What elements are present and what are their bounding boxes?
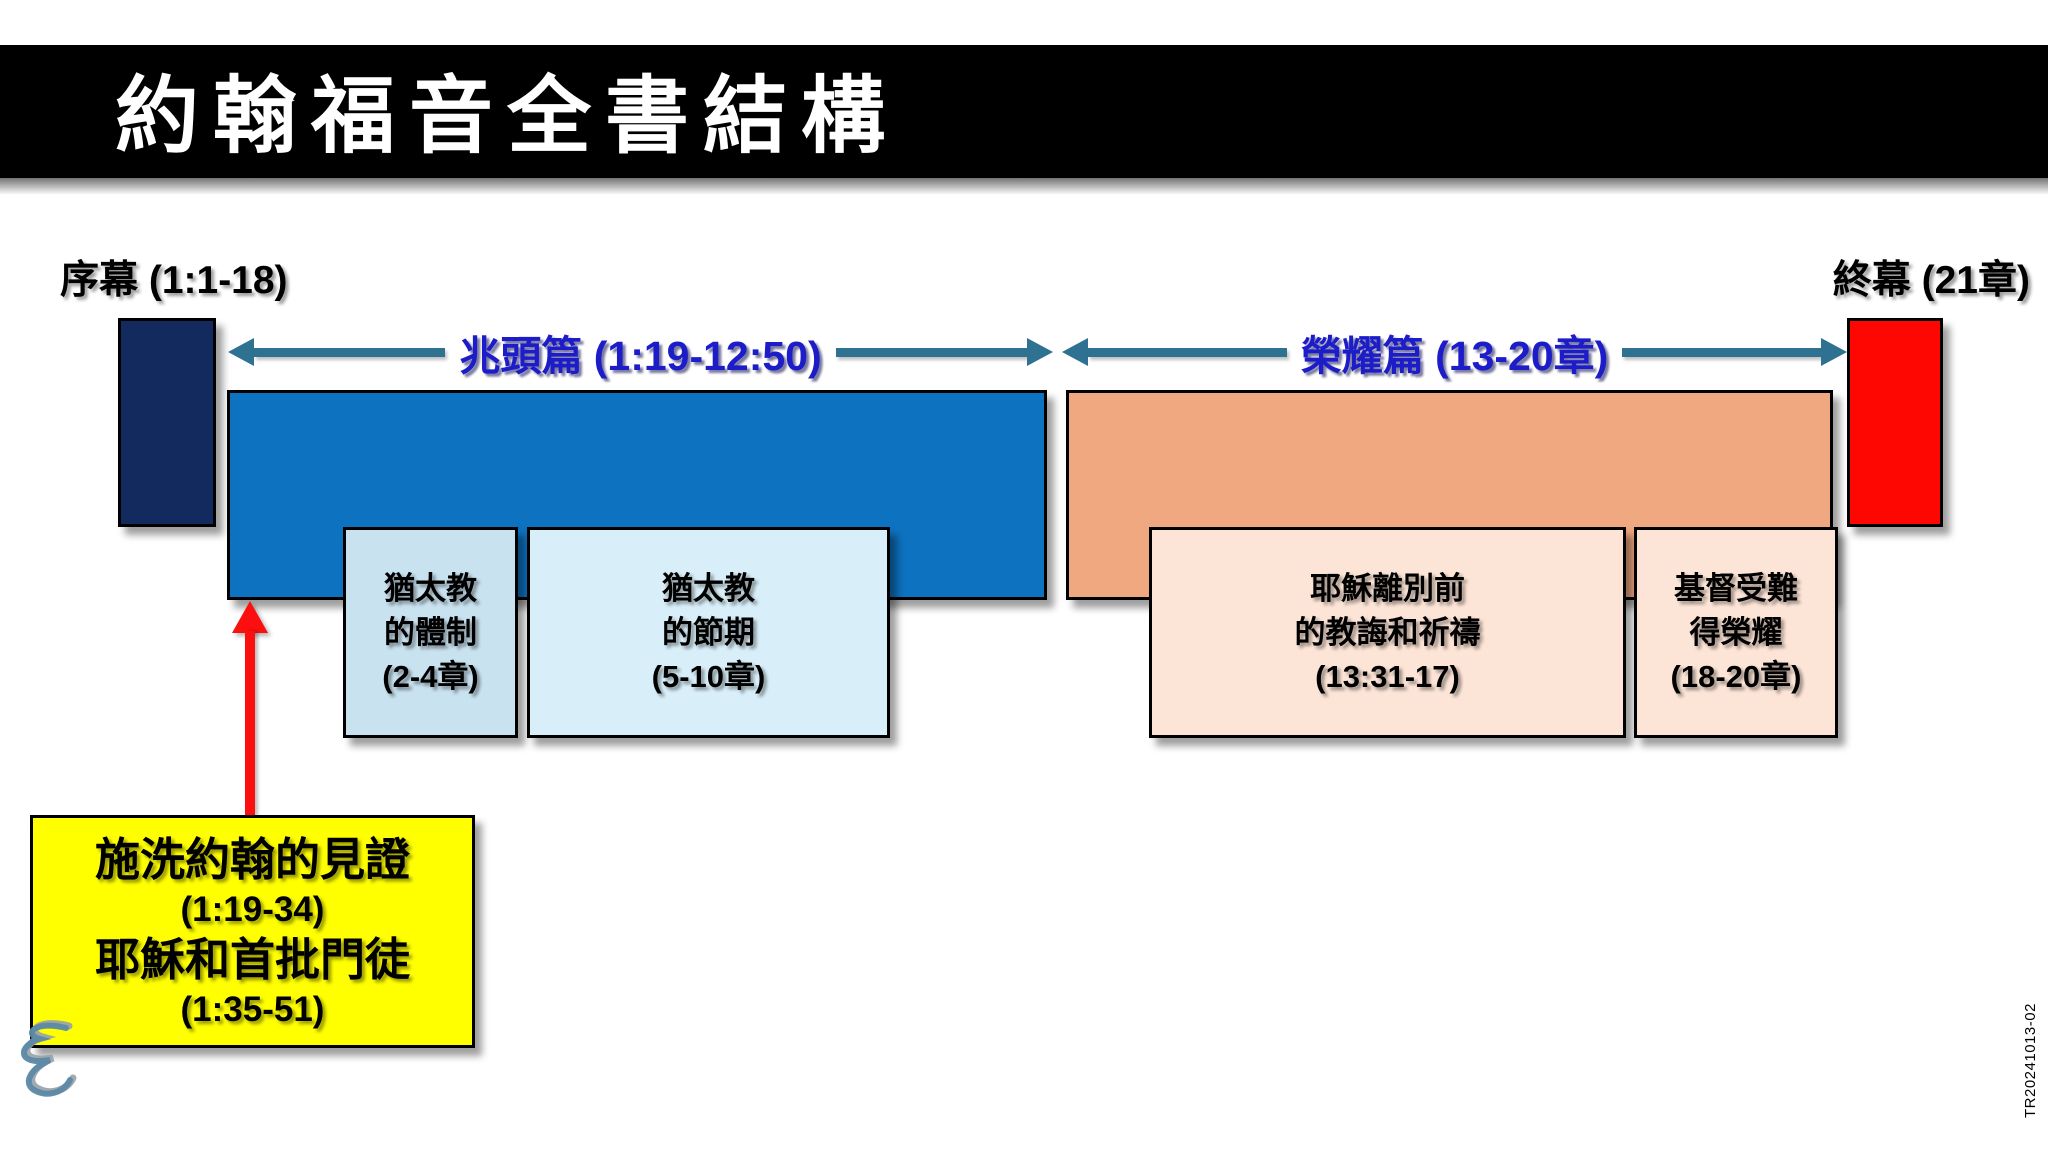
sub-box-line: 的體制 [384,614,477,650]
signs-section-label: 兆頭篇 (1:19-12:50) [459,333,822,379]
left-arrowhead-icon [1062,338,1088,366]
epilogue-label: 終幕 (21章) [1832,259,2030,302]
callout-line: 施洗約翰的見證 [94,833,410,885]
prologue-box [118,318,216,527]
sub-box-range: (2-4章) [382,658,479,694]
epilogue-box [1847,318,1943,527]
right-arrowhead-icon [1027,338,1053,366]
sub-box-line: 猶太教 [662,570,755,606]
sub-box-line: 的節期 [662,614,755,650]
document-code: TR20241013-02 [2022,1003,2039,1118]
page-title: 約翰福音全書結構 [115,66,900,165]
z-swirl-logo-icon [20,1020,77,1097]
sub-box-line: 的教誨和祈禱 [1294,614,1481,650]
sub-box-line: 基督受難 [1674,570,1798,606]
left-arrowhead-icon [228,338,254,366]
callout-range: (1:35-51) [180,989,325,1029]
callout-range: (1:19-34) [180,889,325,929]
sub-box-line: 猶太教 [384,570,477,606]
sub-box-farewell-teaching: 耶穌離別前 的教誨和祈禱 (13:31-17) [1149,527,1626,738]
signs-section-arrow: 兆頭篇 (1:19-12:50) [228,324,1053,380]
glory-section-arrow: 榮耀篇 (13-20章) [1062,324,1847,380]
sub-box-range: (18-20章) [1670,658,1802,694]
sub-box-line: 得榮耀 [1689,614,1783,650]
up-arrowhead-icon [232,601,268,633]
arrow-line [1088,347,1287,357]
callout-arrow-shaft [245,631,255,816]
arrow-line [835,347,1027,357]
prologue-label: 序幕 (1:1-18) [60,259,288,302]
arrow-line [1622,347,1821,357]
callout-line: 耶穌和首批門徒 [94,933,410,985]
header-bar [0,45,2048,178]
sub-box-range: (13:31-17) [1315,658,1460,694]
sub-box-range: (5-10章) [651,658,766,694]
callout-box: 施洗約翰的見證 (1:19-34) 耶穌和首批門徒 (1:35-51) [30,815,475,1048]
sub-box-jewish-feasts: 猶太教 的節期 (5-10章) [527,527,890,738]
sub-box-passion-glory: 基督受難 得榮耀 (18-20章) [1634,527,1838,738]
right-arrowhead-icon [1821,338,1847,366]
glory-section-label: 榮耀篇 (13-20章) [1300,333,1609,379]
header-bar-shadow [0,178,2048,195]
arrow-line [254,347,446,357]
sub-box-jewish-system: 猶太教 的體制 (2-4章) [343,527,518,738]
sub-box-line: 耶穌離別前 [1310,570,1465,606]
